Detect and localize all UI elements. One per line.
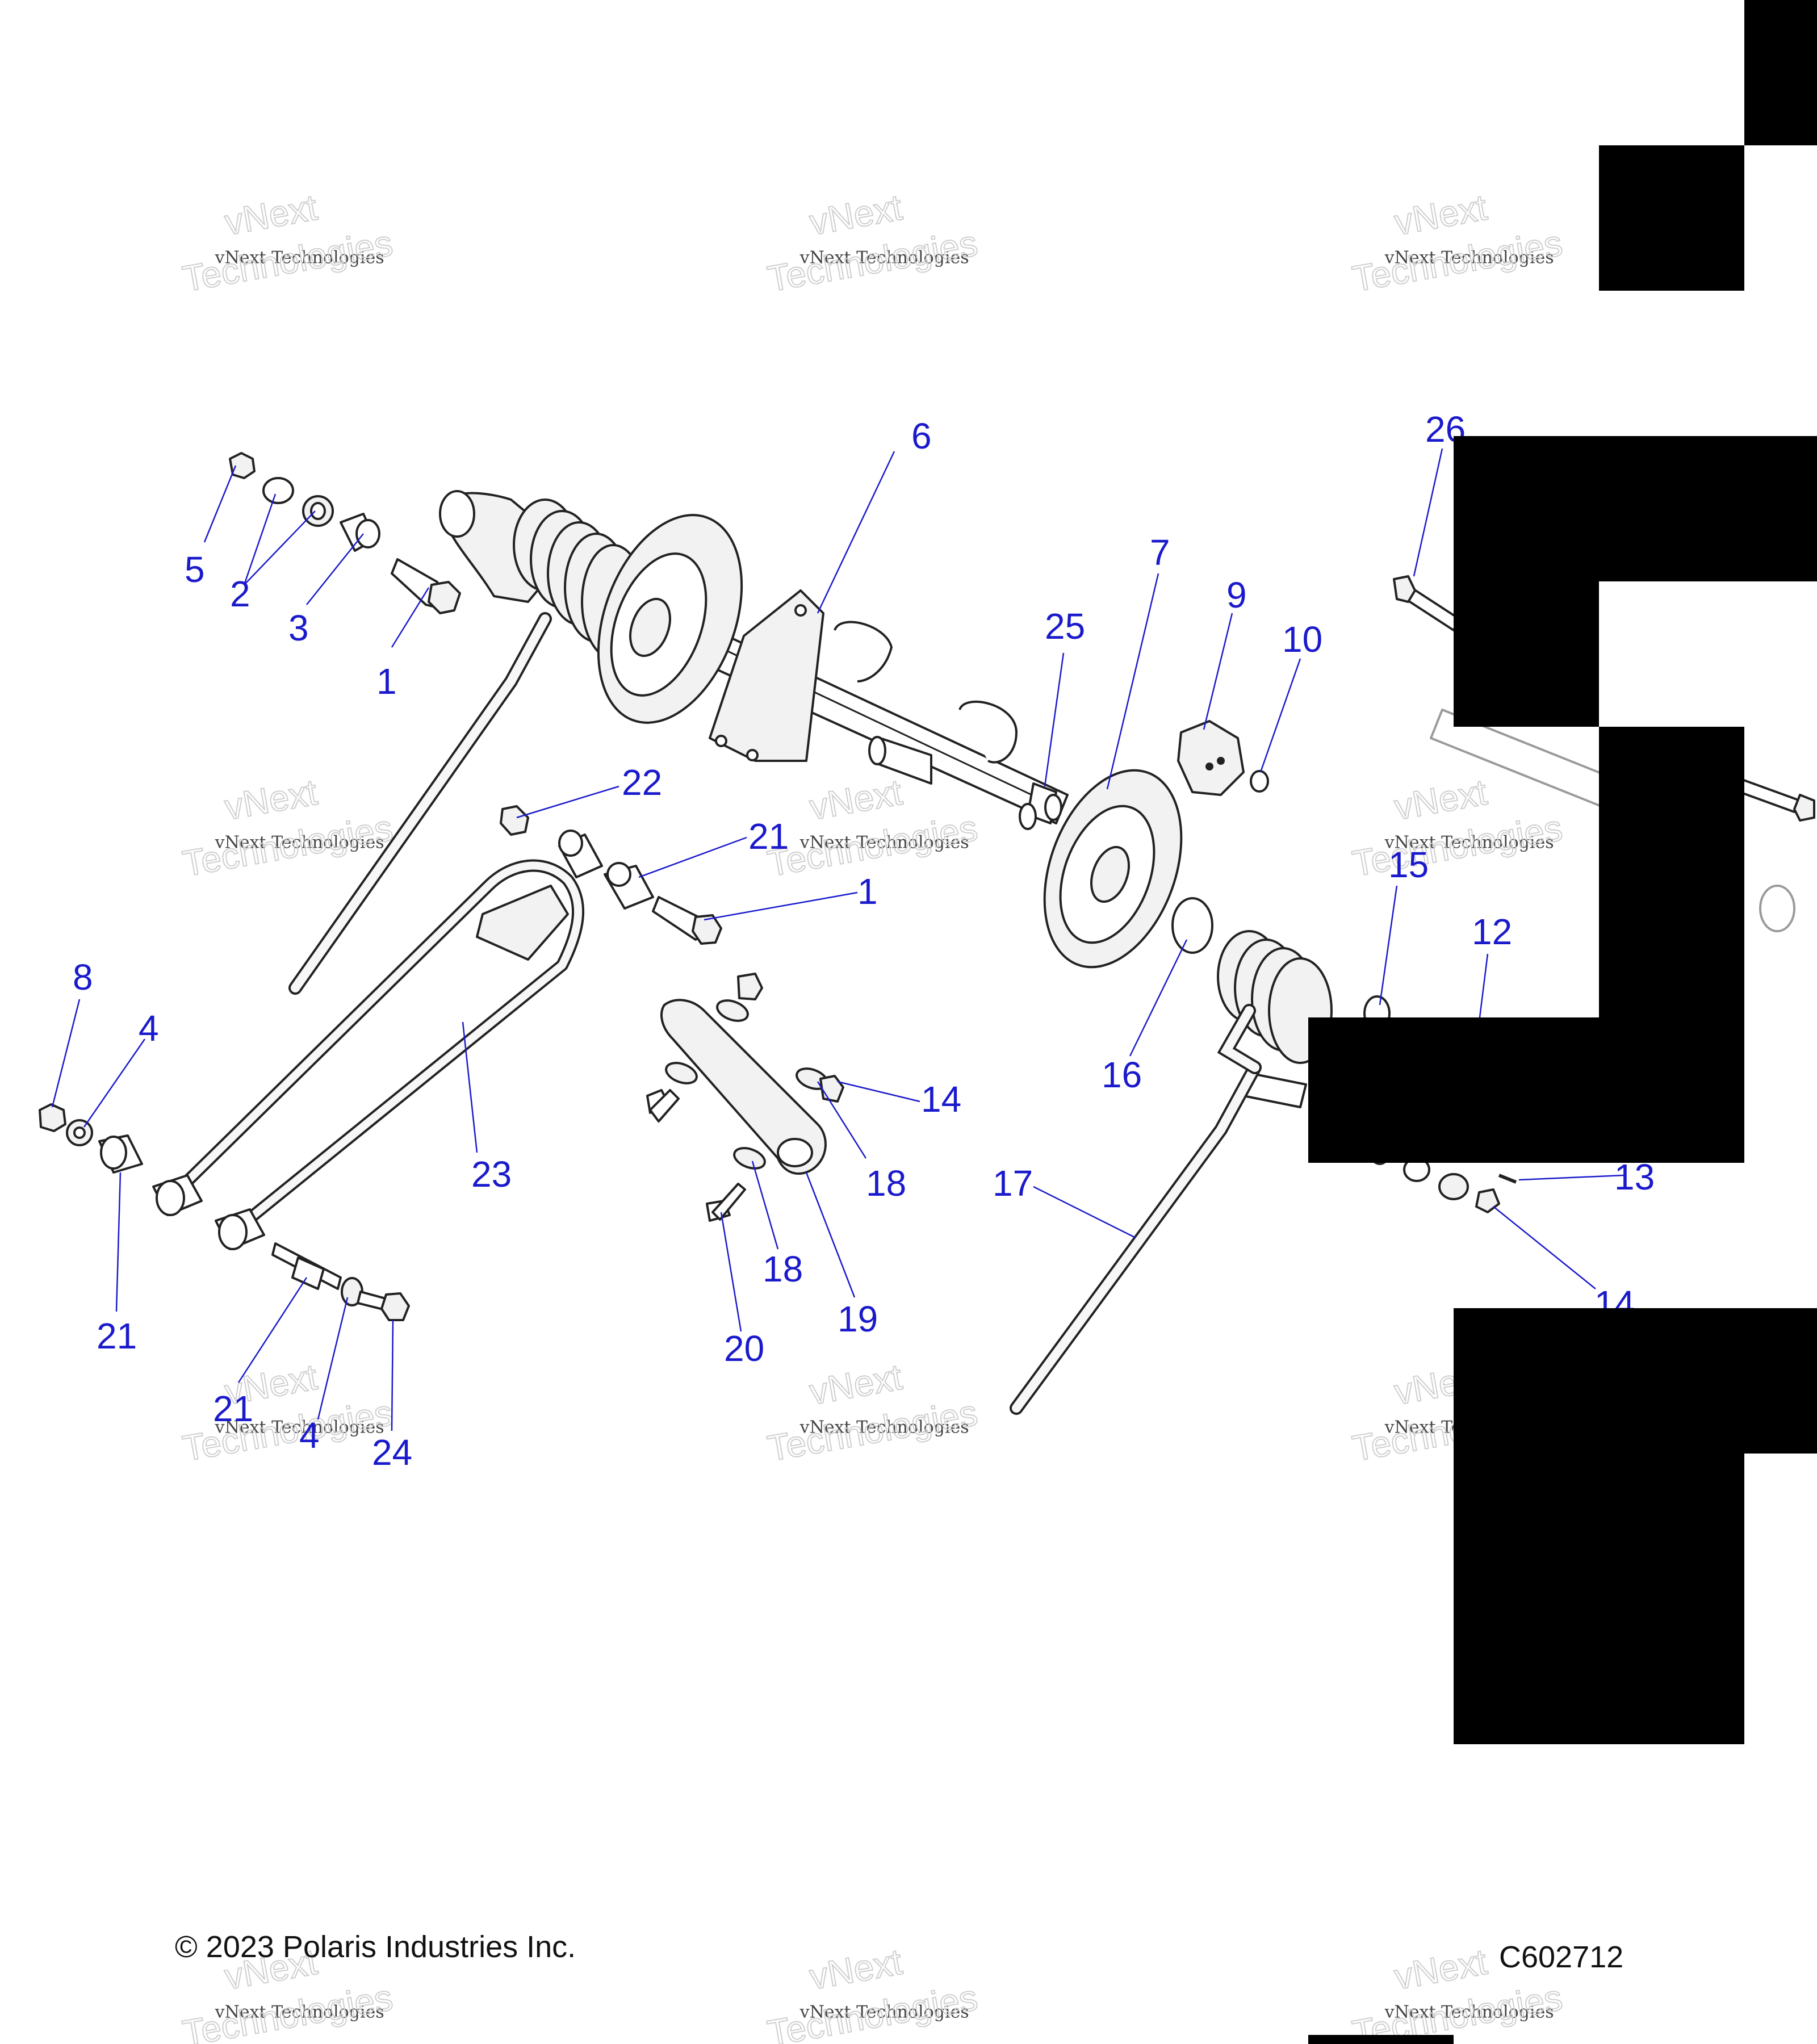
- svg-text:vNext: vNext: [1391, 1941, 1490, 1997]
- callout-16: 16: [1102, 1054, 1142, 1095]
- part-drawings: [39, 452, 1815, 1415]
- redaction-blocks: [1308, 0, 1817, 2044]
- svg-text:Technologies: Technologies: [179, 1392, 395, 1469]
- svg-text:vNext Technologies: vNext Technologies: [1384, 248, 1554, 268]
- center-bracket-parts: [646, 973, 844, 1222]
- callout-1a: 1: [376, 661, 397, 702]
- callout-1b: 1: [857, 871, 878, 912]
- svg-text:vNext: vNext: [221, 187, 320, 243]
- redaction-block: [1308, 2035, 1454, 2044]
- callout-21b: 21: [97, 1316, 137, 1356]
- callout-24: 24: [372, 1432, 412, 1473]
- redaction-block: [1454, 436, 1817, 581]
- callout-9: 9: [1226, 575, 1247, 615]
- upper-right-bolt-part: [1393, 575, 1815, 822]
- callout-23: 23: [471, 1154, 512, 1195]
- svg-text:vNext: vNext: [806, 772, 905, 828]
- callout-19: 19: [838, 1299, 878, 1339]
- svg-text:Technologies: Technologies: [179, 223, 395, 300]
- shaft-assembly-part: [439, 490, 1069, 830]
- callout-4b: 4: [299, 1415, 320, 1456]
- callout-21c: 21: [213, 1388, 253, 1429]
- center-hardware-parts: [500, 805, 722, 945]
- large-pulley-disc-part: [1043, 769, 1183, 969]
- svg-text:Technologies: Technologies: [764, 1392, 980, 1469]
- callout-18a: 18: [866, 1163, 906, 1204]
- callout-22: 22: [622, 762, 662, 803]
- svg-text:vNext Technologies: vNext Technologies: [799, 248, 969, 268]
- callout-4a: 4: [139, 1008, 159, 1049]
- o-ring-part: [1171, 897, 1213, 954]
- figure-code: C602712: [1499, 1940, 1624, 1974]
- callout-labels: 6 7 9 10 25 26 5 2 3 1 22 21 1 15 12 16 …: [73, 409, 1655, 1473]
- right-torsion-rod-part: [1010, 1004, 1262, 1415]
- redaction-block: [1599, 727, 1744, 1017]
- svg-text:vNext Technologies: vNext Technologies: [799, 2003, 969, 2022]
- callout-13: 13: [1614, 1157, 1655, 1197]
- svg-text:Technologies: Technologies: [764, 223, 980, 300]
- svg-text:vNext: vNext: [1391, 772, 1490, 828]
- svg-text:vNext Technologies: vNext Technologies: [799, 833, 969, 853]
- copyright-notice: © 2023 Polaris Industries Inc.: [175, 1930, 576, 1964]
- bottom-bolt-assembly-part: [271, 1242, 410, 1321]
- redaction-block: [1599, 145, 1744, 291]
- callout-6: 6: [911, 416, 932, 456]
- callout-8: 8: [73, 957, 93, 998]
- svg-text:vNext: vNext: [806, 1941, 905, 1997]
- callout-3: 3: [288, 608, 309, 648]
- right-spring-part: [1217, 930, 1391, 1108]
- svg-text:vNext Technologies: vNext Technologies: [1384, 833, 1554, 853]
- lower-u-arm-part: [152, 859, 585, 1250]
- svg-text:vNext Technologies: vNext Technologies: [1384, 2003, 1554, 2022]
- svg-text:Technologies: Technologies: [1349, 807, 1565, 885]
- callout-25: 25: [1045, 606, 1085, 647]
- redaction-block: [1308, 1017, 1744, 1163]
- callout-2: 2: [230, 573, 250, 614]
- svg-text:vNext: vNext: [1391, 187, 1490, 243]
- cap-block-part: [1177, 720, 1269, 796]
- redaction-block: [1454, 1308, 1817, 1454]
- svg-text:Technologies: Technologies: [179, 807, 395, 885]
- callout-14a: 14: [921, 1079, 961, 1120]
- redaction-block: [1454, 1454, 1744, 1744]
- svg-text:vNext Technologies: vNext Technologies: [215, 2003, 384, 2022]
- svg-text:vNext: vNext: [221, 772, 320, 828]
- callout-17: 17: [993, 1163, 1033, 1204]
- svg-text:Technologies: Technologies: [1349, 223, 1565, 300]
- callout-21a: 21: [748, 816, 789, 857]
- svg-text:vNext Technologies: vNext Technologies: [799, 1418, 969, 1438]
- left-torsion-rod-part: [288, 612, 552, 995]
- lower-left-hardware-parts: [39, 1103, 143, 1174]
- svg-text:vNext Technologies: vNext Technologies: [215, 1418, 384, 1438]
- left-hardware-parts: [229, 452, 461, 614]
- svg-text:vNext: vNext: [806, 187, 905, 243]
- callout-20: 20: [724, 1328, 764, 1369]
- svg-text:vNext: vNext: [806, 1356, 905, 1413]
- redaction-block: [1454, 581, 1599, 727]
- redaction-block: [1744, 0, 1817, 145]
- callout-15: 15: [1388, 844, 1429, 885]
- callout-7: 7: [1150, 532, 1170, 573]
- svg-text:vNext Technologies: vNext Technologies: [215, 833, 384, 853]
- callout-10: 10: [1282, 619, 1322, 660]
- leader-lines: [51, 448, 1625, 1431]
- callout-12: 12: [1472, 911, 1512, 952]
- callout-18b: 18: [763, 1249, 803, 1289]
- callout-5: 5: [185, 549, 205, 590]
- svg-text:vNext Technologies: vNext Technologies: [215, 248, 384, 268]
